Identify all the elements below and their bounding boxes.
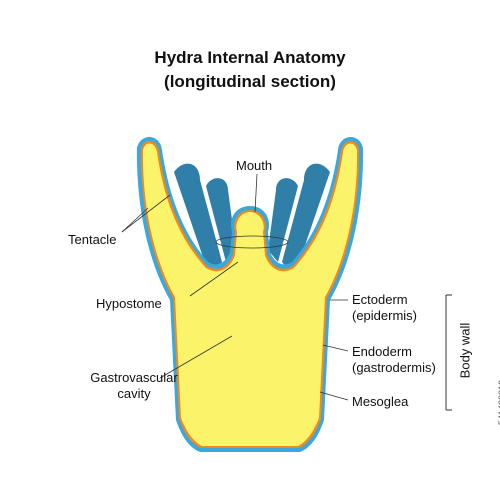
hypostome-outline <box>215 235 289 249</box>
label-ectoderm: Ectoderm (epidermis) <box>352 292 417 324</box>
mesoglea-leader <box>319 391 349 401</box>
back-tentacle-2 <box>206 178 236 262</box>
label-body-wall: Body wall <box>457 322 473 379</box>
body-wall-bracket <box>445 294 452 411</box>
back-tentacle-3 <box>268 178 298 262</box>
back-tentacle-4 <box>282 163 330 269</box>
label-ectoderm-line-2: (epidermis) <box>352 308 418 323</box>
leader-lines <box>121 173 349 401</box>
mouth-leader <box>254 173 258 213</box>
label-endoderm-line-1: Endoderm <box>352 344 412 359</box>
label-gastrovascular-line-2: cavity <box>117 386 151 401</box>
label-hypostome: Hypostome <box>96 296 162 311</box>
tentacle-leader-2 <box>121 194 171 233</box>
label-gastrovascular-line-1: Gastrovascular <box>90 370 178 385</box>
label-mesoglea: Mesoglea <box>352 394 409 409</box>
label-endoderm: Endoderm (gastrodermis) <box>352 344 436 376</box>
back-tentacles <box>174 163 330 269</box>
hypostome-leader <box>189 261 239 297</box>
cavity-leader <box>159 335 233 379</box>
title-line-2: (longitudinal section) <box>164 72 336 91</box>
label-mouth: Mouth <box>236 158 273 173</box>
title-line-1: Hydra Internal Anatomy <box>154 48 346 67</box>
tentacle-leader-1 <box>121 207 149 233</box>
label-tentacle: Tentacle <box>68 232 117 247</box>
label-endoderm-line-2: (gastrodermis) <box>352 360 436 375</box>
endoderm-leader <box>322 344 349 352</box>
hydra-body <box>136 136 364 452</box>
label-gastrovascular-cavity: Gastrovascular cavity <box>84 370 184 402</box>
gastrovascular-cavity-shape <box>142 143 358 447</box>
label-ectoderm-line-1: Ectoderm <box>352 292 408 307</box>
back-tentacle-1 <box>174 163 222 269</box>
